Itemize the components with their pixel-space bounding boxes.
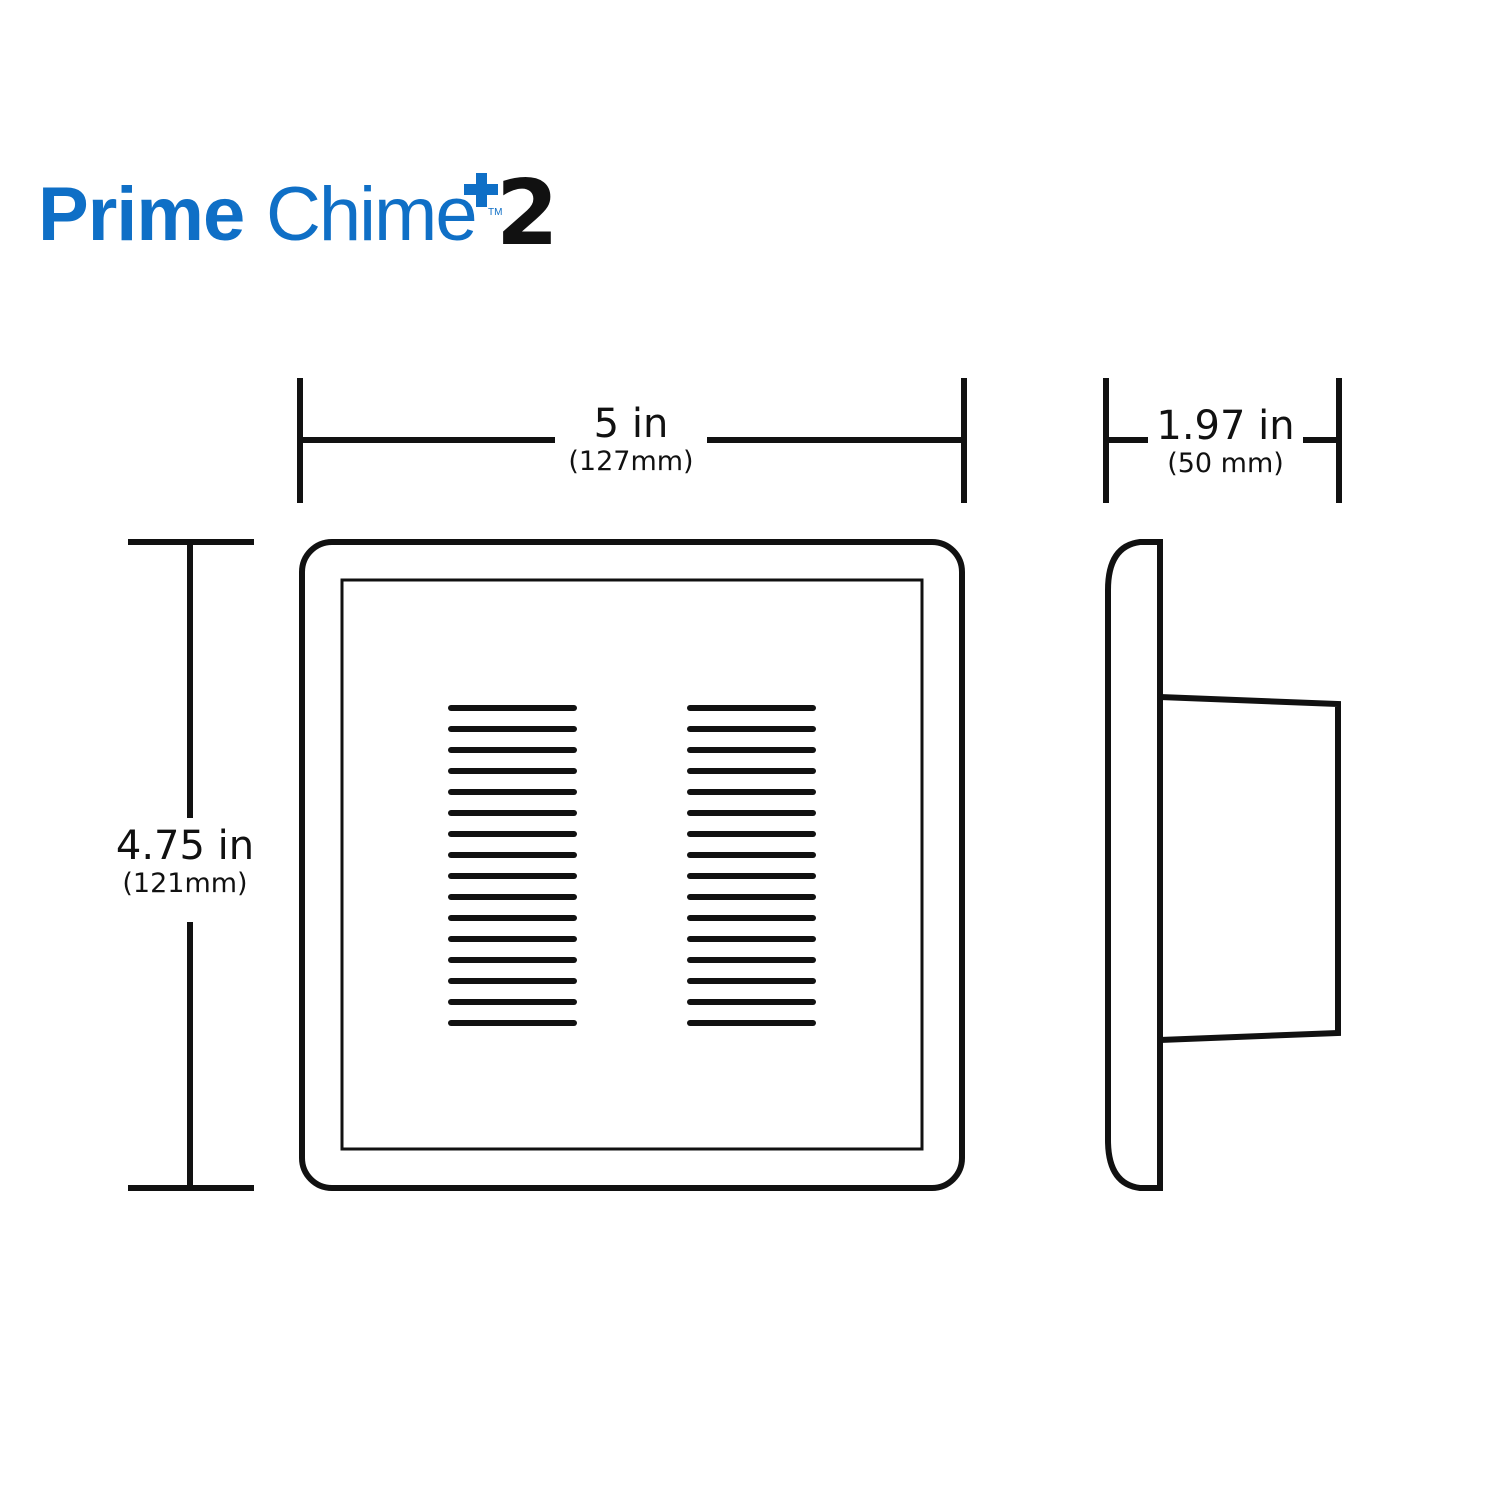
logo-chime-text: Chime [266,172,478,257]
depth-dimension-line [1103,378,1342,503]
side-body [1159,694,1341,1043]
front-inner-panel [340,578,924,1151]
width-dimension-line [297,378,967,503]
height-metric: (121mm) [122,868,248,899]
depth-metric: (50 mm) [1167,448,1284,479]
depth-imperial: 1.97 in [1156,403,1295,449]
front-outer-frame [299,539,965,1191]
depth-label: 1.97 in (50 mm) [1148,404,1303,480]
speaker-grille [448,705,816,1026]
plus-icon [464,173,498,207]
height-dimension-line [128,539,254,1191]
side-faceplate [1105,539,1163,1191]
side-view [1105,539,1341,1191]
logo-version-number: 2 [496,161,559,266]
width-label: 5 in (127mm) [555,402,707,478]
front-view [299,539,965,1191]
logo-prime-text: Prime [38,172,245,257]
height-label: 4.75 in (121mm) [105,824,265,900]
height-imperial: 4.75 in [115,823,255,869]
width-imperial: 5 in [593,401,669,447]
trademark-mark: TM [488,207,503,218]
width-metric: (127mm) [568,446,694,477]
